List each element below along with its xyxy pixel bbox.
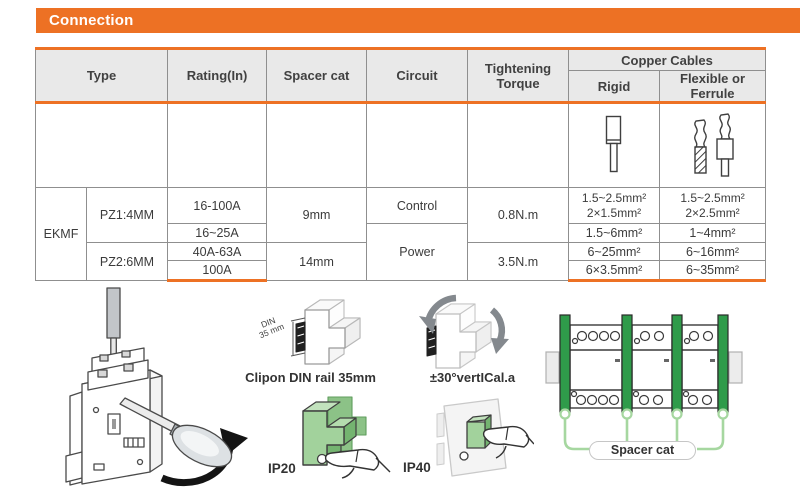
cell-rating-3: 40A-63A	[167, 242, 268, 261]
empty-cell	[167, 102, 268, 188]
rigid-1-line2: 2×1.5mm²	[586, 205, 642, 220]
col-header-rigid: Rigid	[568, 70, 661, 104]
cell-torque-2: 3.5N.m	[467, 242, 570, 281]
ip20-illustration	[302, 396, 391, 479]
empty-cell	[266, 102, 368, 188]
rigid-1-line1: 1.5~2.5mm²	[581, 190, 647, 205]
cell-spacer-9mm: 9mm	[266, 187, 368, 243]
cell-rigid-3: 6~25mm²	[568, 242, 661, 261]
rigid-cable-icon-cell	[568, 102, 661, 188]
cell-rigid-1: 1.5~2.5mm² 2×1.5mm²	[568, 187, 661, 224]
connection-table: Type Rating(In) Spacer cat Circuit Tight…	[34, 47, 767, 282]
spacer-cat-label: Spacer cat	[589, 441, 696, 460]
section-title: Connection	[49, 12, 134, 29]
cell-circuit-power: Power	[366, 223, 469, 281]
flexible-ferrule-cable-icon	[693, 112, 734, 177]
col-header-flexible: Flexible or Ferrule	[659, 70, 767, 104]
tilt-module-illustration	[419, 294, 509, 369]
col-header-circuit: Circuit	[366, 47, 469, 104]
flexible-ferrule-cable-icon-cell	[659, 102, 767, 188]
cell-flexible-2: 1~4mm²	[659, 223, 767, 243]
ip20-label: IP20	[268, 461, 296, 476]
cell-flexible-1: 1.5~2.5mm² 2×2.5mm²	[659, 187, 767, 224]
cell-rating-4: 100A	[167, 260, 268, 282]
cell-torque-1: 0.8N.m	[467, 187, 570, 243]
cell-rating-1: 16-100A	[167, 187, 268, 224]
empty-cell	[467, 102, 570, 188]
ip40-label: IP40	[403, 460, 431, 475]
cell-circuit-control: Control	[366, 187, 469, 224]
din-rail-caption: Clipon DIN rail 35mm	[245, 370, 376, 385]
col-header-copper: Copper Cables	[568, 47, 767, 71]
ip40-illustration	[436, 398, 534, 477]
flexible-1-line1: 1.5~2.5mm²	[680, 190, 745, 205]
col-header-spacer: Spacer cat	[266, 47, 368, 104]
cell-pz1: PZ1:4MM	[85, 187, 169, 243]
col-header-type: Type	[34, 47, 169, 104]
screwdriver-installation-illustration	[65, 287, 248, 487]
col-header-torque: Tightening Torque	[467, 47, 570, 104]
empty-cell	[366, 102, 469, 188]
cell-rating-2: 16~25A	[167, 223, 268, 243]
section-header: Connection	[36, 8, 800, 33]
rigid-cable-icon	[605, 115, 622, 172]
empty-cell	[34, 102, 169, 188]
cell-spacer-14mm: 14mm	[266, 242, 368, 281]
flexible-1-line2: 2×2.5mm²	[685, 205, 740, 220]
cell-flexible-3: 6~16mm²	[659, 242, 767, 261]
tilt-caption: ±30°vertICal.a	[429, 370, 516, 385]
din-rail-module-illustration	[290, 299, 361, 365]
cell-pz2: PZ2:6MM	[85, 242, 169, 281]
cell-rigid-2: 1.5~6mm²	[568, 223, 661, 243]
cell-flexible-4: 6~35mm²	[659, 260, 767, 282]
spacer-cat-illustration	[545, 314, 743, 451]
cell-rigid-4: 6×3.5mm²	[568, 260, 661, 282]
cell-family: EKMF	[35, 187, 87, 281]
col-header-rating: Rating(In)	[167, 47, 268, 104]
